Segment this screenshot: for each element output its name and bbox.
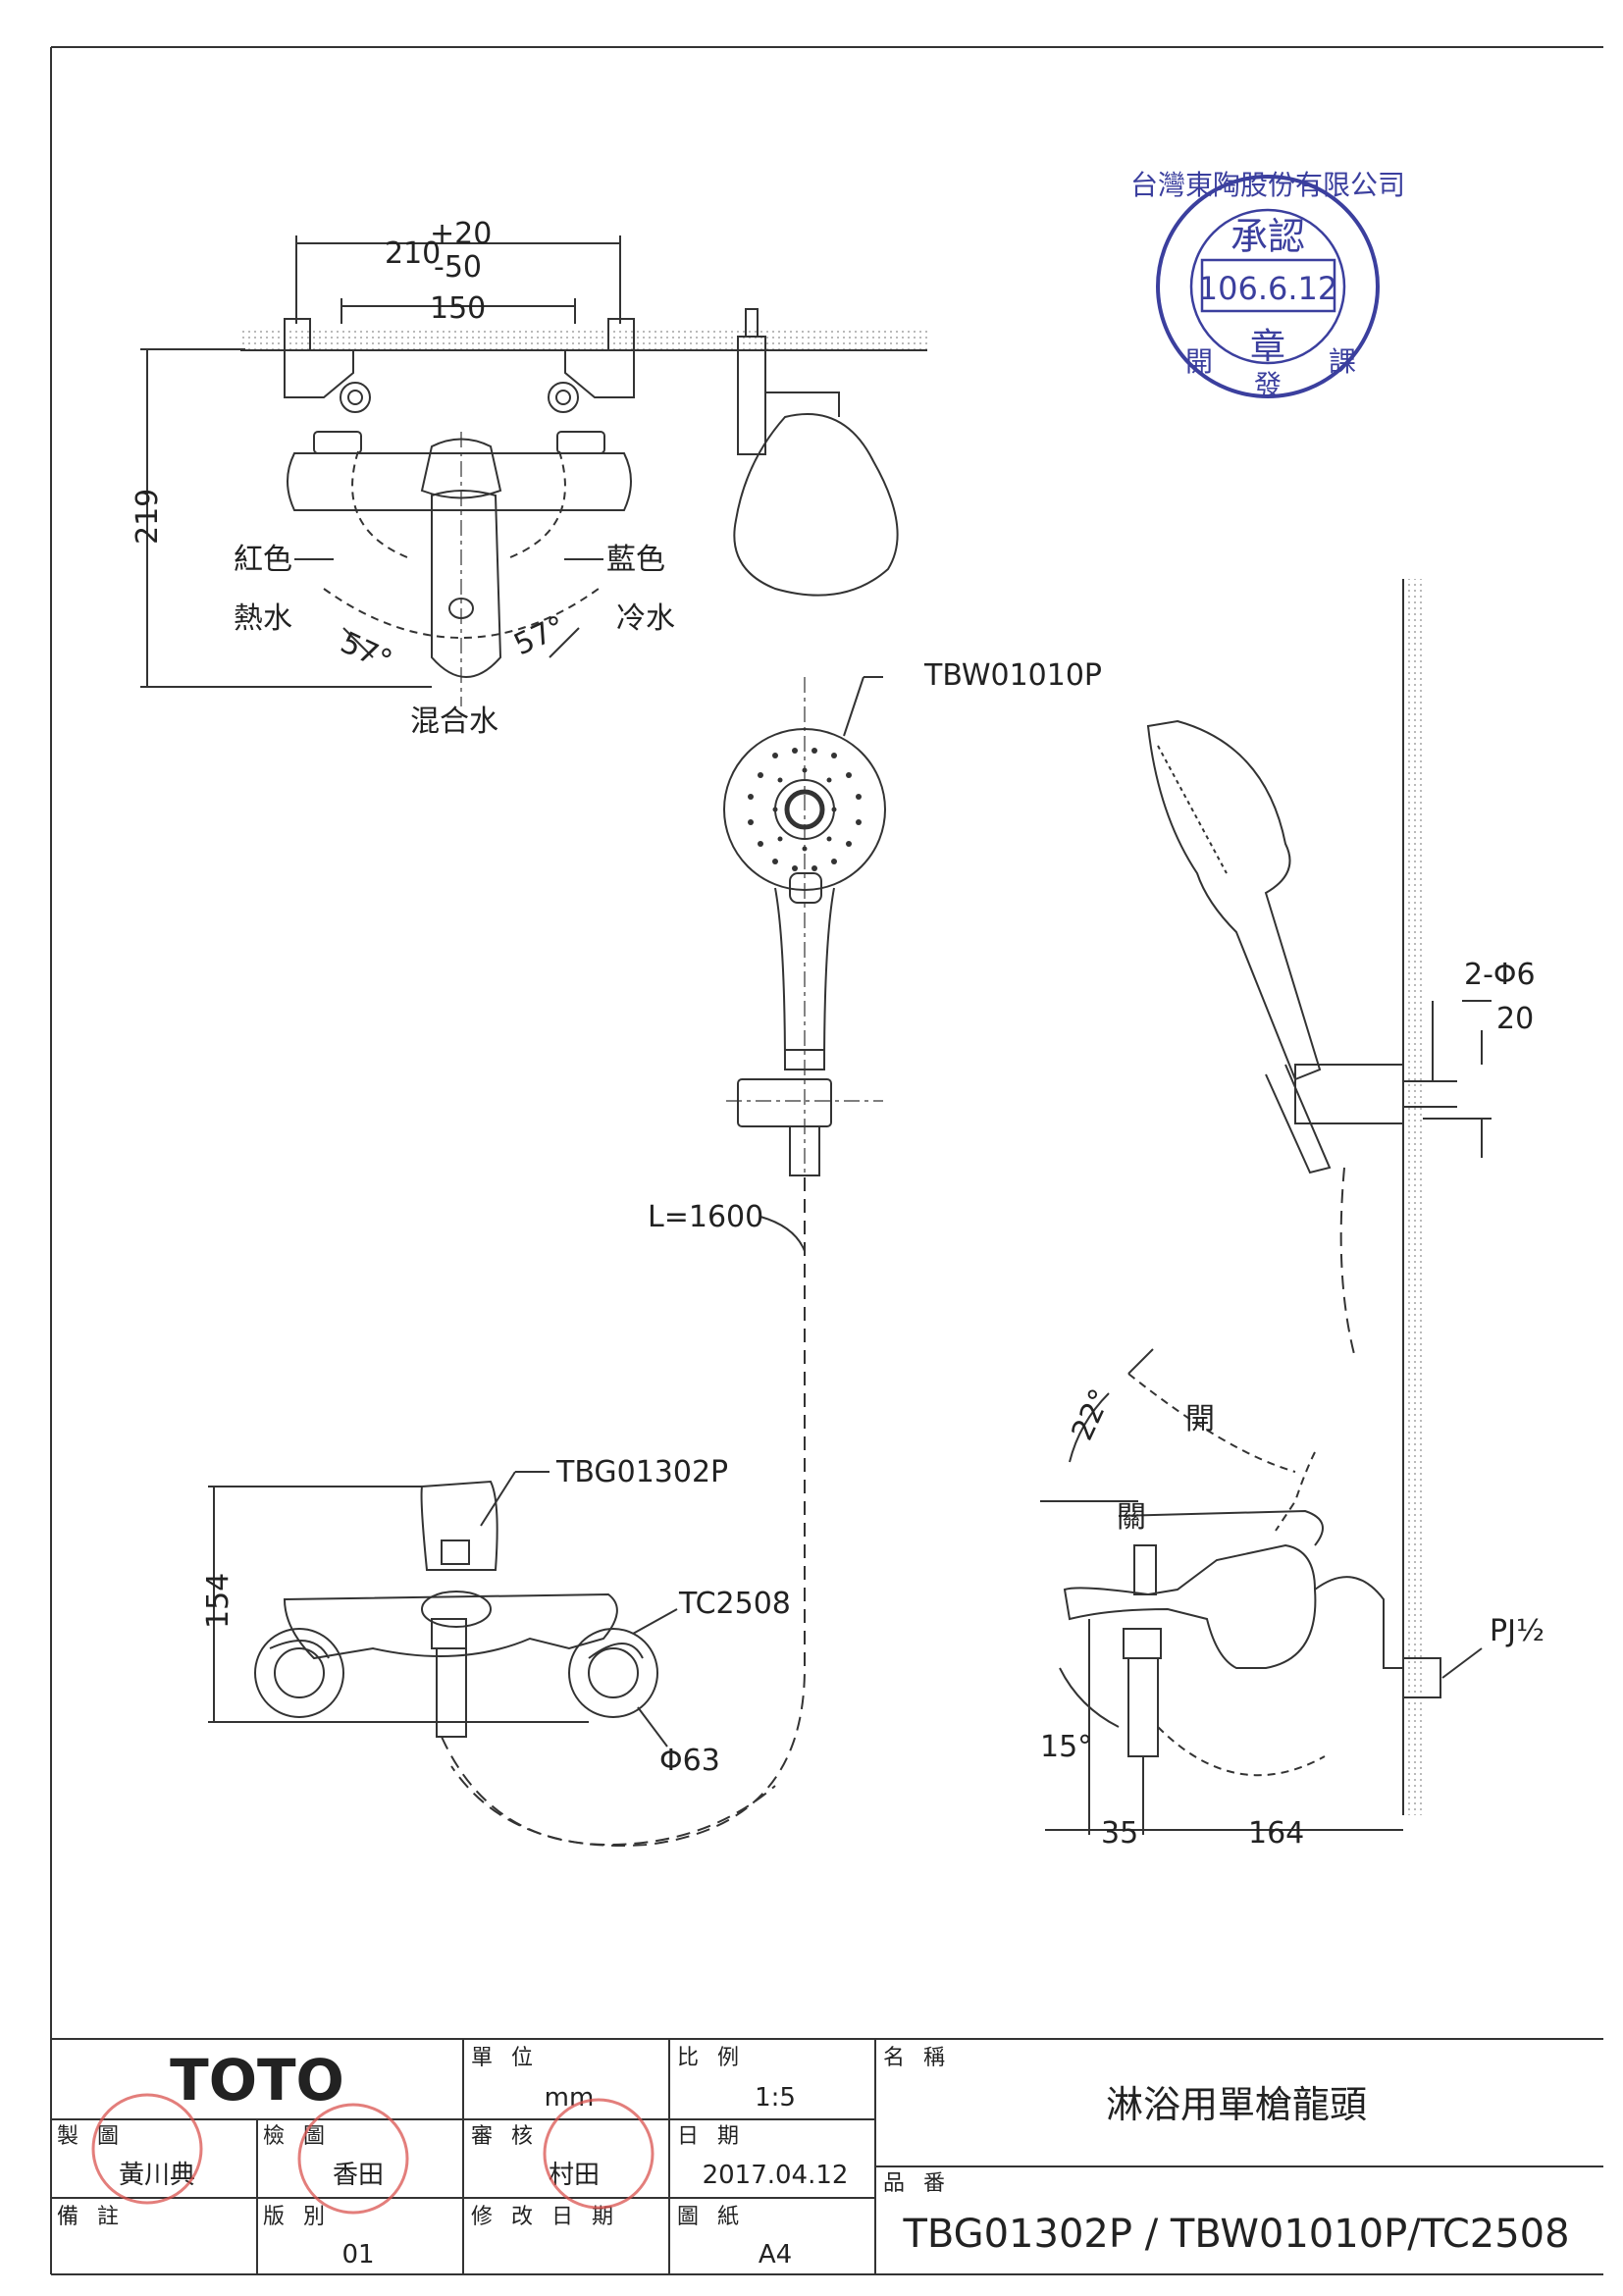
label-mixed: 混合水 [410, 704, 498, 739]
angle-left: 57° [336, 626, 397, 679]
reviewed-value: 村田 [549, 2161, 600, 2190]
signature-stamps [91, 2093, 654, 2215]
stamp-dept-right: 課 [1329, 345, 1356, 378]
drawn-value: 黃川典 [119, 2161, 195, 2190]
model-elbow: TC2508 [678, 1587, 791, 1621]
faucet-front-view [208, 1471, 776, 1847]
stamp-dept-mid: 發 [1254, 369, 1282, 401]
stamp-company: 台灣東陶股份有限公司 [1130, 169, 1405, 201]
label-red: 紅色 [234, 543, 292, 577]
hand-shower-front [450, 676, 886, 1847]
label-cold: 冷水 [616, 601, 675, 636]
dim-154-label: 154 [201, 1573, 236, 1629]
drawing-frame [50, 46, 1603, 2275]
dim-height-label: 219 [131, 489, 165, 545]
title-block [51, 2038, 1603, 2274]
hose-length: L=1600 [648, 1200, 763, 1234]
dim-dia-label: Φ63 [659, 1744, 720, 1778]
checked-value: 香田 [333, 2161, 384, 2190]
hand-shower-labels: TBW01010P L=1600 [648, 658, 1102, 1234]
model-handshower: TBW01010P [923, 658, 1102, 693]
drawn-label: 製 圖 [57, 2124, 125, 2149]
revdate-label: 修 改 日 期 [471, 2205, 619, 2229]
front-view-labels: TBG01302P TC2508 154 Φ63 [201, 1455, 791, 1778]
name-value: 淋浴用單槍龍頭 [1106, 2083, 1367, 2126]
partno-label: 品 番 [883, 2171, 951, 2196]
dim-outer-tol-minus: -50 [434, 250, 482, 285]
label-blue: 藍色 [606, 543, 665, 577]
reviewed-label: 審 核 [471, 2124, 539, 2149]
label-open: 開 [1185, 1402, 1215, 1436]
dim-inner-label: 150 [430, 291, 486, 326]
version-value: 01 [341, 2240, 374, 2270]
name-label: 名 稱 [883, 2046, 951, 2070]
dim-20-label: 20 [1496, 1002, 1534, 1036]
dim-outer-tol-plus: +20 [430, 217, 492, 251]
paper-value: A4 [759, 2240, 792, 2270]
model-mixer: TBG01302P [555, 1455, 728, 1489]
angle-open-label: 22° [1066, 1383, 1119, 1445]
partno-value: TBG01302P / TBW01010P/TC2508 [902, 2212, 1569, 2257]
label-close: 關 [1117, 1500, 1146, 1535]
date-value: 2017.04.12 [703, 2161, 849, 2190]
faucet-top-view [140, 235, 927, 706]
remarks-label: 備 註 [57, 2205, 125, 2229]
top-view-labels: 210 +20 -50 150 219 紅色 熱水 藍色 冷水 57° 57° … [131, 217, 675, 739]
angle-spout-label: 15° [1040, 1730, 1092, 1764]
spray-holes [748, 748, 862, 871]
date-label: 日 期 [677, 2124, 745, 2149]
stamp-seal: 章 [1250, 327, 1285, 367]
dim-35-label: 35 [1101, 1816, 1138, 1851]
toto-logo: TOTO [170, 2047, 344, 2113]
dim-outer-label: 210 [385, 236, 441, 271]
stamp-title: 承認 [1230, 215, 1305, 258]
paper-label: 圖 紙 [677, 2205, 745, 2229]
stamp-date: 106.6.12 [1198, 270, 1338, 307]
title-block-text: TOTO 單 位 mm 比 例 1:5 名 稱 淋浴用單槍龍頭 製 圖 黃川典 … [57, 2046, 1570, 2270]
shower-side-view [1040, 579, 1492, 1835]
dim-164-label: 164 [1248, 1816, 1304, 1851]
scale-label: 比 例 [677, 2046, 745, 2070]
checked-label: 檢 圖 [263, 2124, 331, 2149]
side-view-labels: 2-Φ6 20 22° 開 關 PJ½ 15° 35 164 [1040, 958, 1544, 1851]
wall-shower-head-top [733, 308, 899, 597]
pipe-label: PJ½ [1490, 1614, 1544, 1648]
version-label: 版 別 [263, 2205, 331, 2229]
approval-stamp: 台灣東陶股份有限公司 承認 106.6.12 章 開 發 課 [1130, 169, 1405, 401]
stamp-dept-left: 開 [1185, 345, 1213, 378]
unit-label: 單 位 [471, 2046, 539, 2070]
holes-label: 2-Φ6 [1464, 958, 1536, 992]
angle-right: 57° [509, 609, 571, 662]
scale-value: 1:5 [755, 2083, 796, 2113]
label-hot: 熱水 [234, 601, 292, 636]
